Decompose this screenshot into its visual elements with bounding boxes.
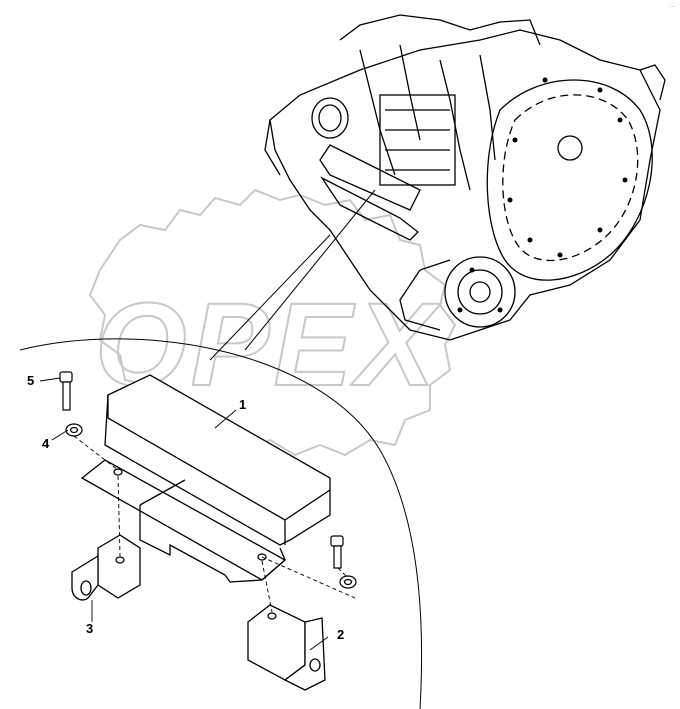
assembly-leader-lines	[209, 189, 376, 361]
gearbox-assembly	[264, 14, 666, 341]
corner-mark: …	[669, 2, 676, 9]
assembly-dashed-lines	[73, 435, 356, 613]
callout-4: 4	[42, 436, 50, 451]
bolt-right	[330, 535, 344, 569]
callout-leaders	[39, 377, 329, 651]
callout-1: 1	[239, 397, 247, 412]
washer-left	[65, 423, 83, 437]
washer-right	[339, 575, 357, 589]
bracket-left	[71, 534, 141, 601]
callout-3: 3	[86, 621, 94, 636]
callout-5: 5	[27, 373, 35, 388]
guard-plate	[80, 374, 331, 583]
detail-arc	[19, 338, 423, 709]
bolt-left	[59, 371, 73, 411]
callout-2: 2	[337, 627, 345, 642]
housing-bolts	[457, 77, 628, 313]
bracket-right	[247, 604, 326, 691]
